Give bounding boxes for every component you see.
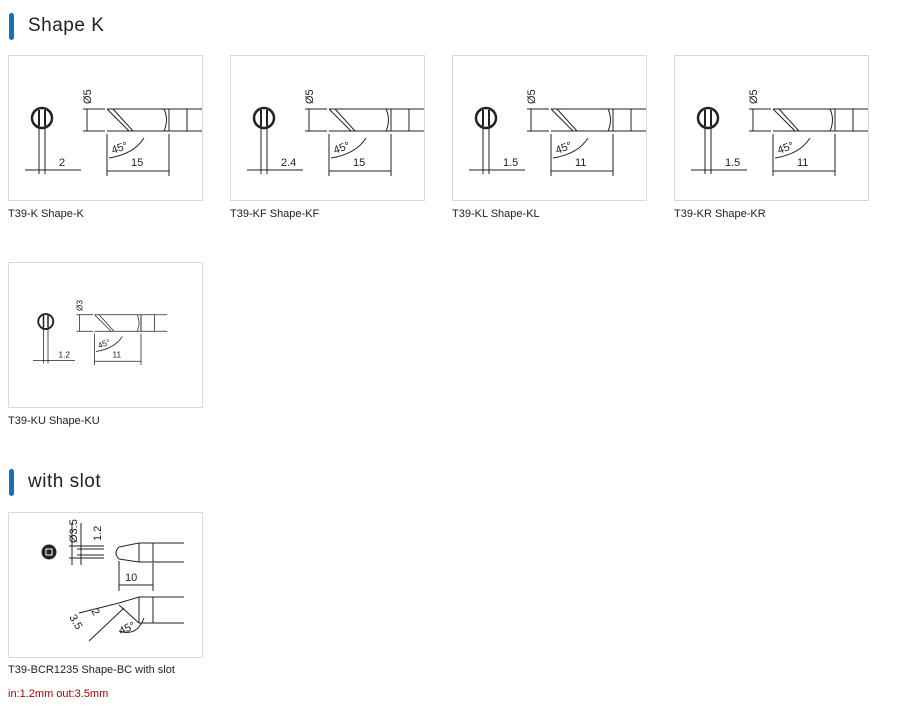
tip-image[interactable]: Ø5 1.5 11 45° [452, 55, 647, 201]
tip-image[interactable]: Ø3 1.2 11 45° [8, 262, 203, 408]
tip-caption[interactable]: T39-KU Shape-KU [8, 415, 100, 427]
tip-caption[interactable]: T39-KL Shape-KL [452, 208, 540, 220]
length-label: 11 [797, 157, 808, 169]
dim-label: 2 [88, 607, 101, 618]
heading-accent-bar [9, 12, 14, 40]
length-label: 11 [575, 157, 586, 169]
dim-label: 3.5 [66, 613, 84, 632]
tip-image-slot[interactable]: Ø3.5 1.2 10 2 3.5 45° [8, 512, 203, 658]
angle-label: 45° [776, 140, 796, 157]
tip-image[interactable]: Ø5 1.5 11 45° [674, 55, 869, 201]
length-label: 10 [125, 572, 137, 584]
diameter-label: Ø3.5 [68, 519, 80, 543]
length-label: 15 [353, 157, 365, 169]
heading-accent-bar [9, 468, 14, 496]
width-label: 1.5 [503, 157, 518, 169]
diameter-label: Ø5 [82, 89, 94, 104]
width-label: 1.5 [725, 157, 740, 169]
tip-caption[interactable]: T39-KF Shape-KF [230, 208, 320, 220]
diameter-label: Ø5 [304, 89, 316, 104]
section-title: with slot [28, 471, 102, 492]
tip-caption[interactable]: T39-K Shape-K [8, 208, 84, 220]
angle-label: 45° [554, 140, 574, 157]
length-label: 15 [131, 157, 143, 169]
angle-label: 45° [97, 338, 112, 351]
slot-label: 1.2 [92, 526, 104, 541]
tip-image[interactable]: Ø5 2 15 45° [8, 55, 203, 201]
section-heading-shape-k: Shape K [9, 12, 104, 40]
tip-image[interactable]: Ø5 2.4 15 45° [230, 55, 425, 201]
angle-label: 45° [117, 620, 137, 638]
tip-caption[interactable]: T39-KR Shape-KR [674, 208, 766, 220]
diameter-label: Ø5 [526, 89, 538, 104]
width-label: 1.2 [59, 351, 71, 360]
tip-caption[interactable]: T39-BCR1235 Shape-BC with slot [8, 664, 175, 676]
section-heading-with-slot: with slot [9, 468, 101, 496]
diameter-label: Ø5 [748, 89, 760, 104]
width-label: 2.4 [281, 157, 296, 169]
tip-note: in:1.2mm out:3.5mm [8, 688, 109, 700]
diameter-label: Ø3 [76, 300, 85, 311]
angle-label: 45° [332, 140, 352, 157]
length-label: 11 [113, 351, 122, 360]
angle-label: 45° [110, 140, 130, 157]
width-label: 2 [59, 157, 65, 169]
section-title: Shape K [28, 15, 105, 36]
